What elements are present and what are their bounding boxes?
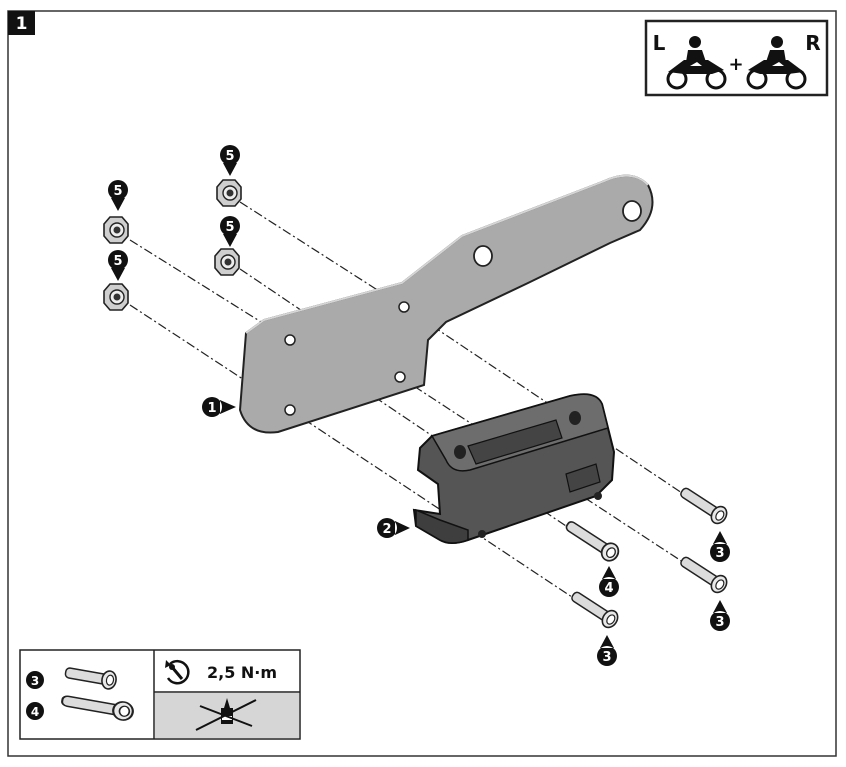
nut: [103, 283, 129, 311]
svg-text:4: 4: [604, 581, 613, 596]
svg-text:1: 1: [207, 401, 216, 416]
plus-sign: +: [728, 54, 743, 75]
svg-text:3: 3: [715, 546, 724, 561]
svg-text:2: 2: [382, 522, 391, 537]
step-number: 1: [16, 14, 28, 34]
callout-bracket: 1: [202, 397, 236, 417]
callout-screw-short: 3: [710, 600, 730, 631]
callout-screw-long: 4: [599, 566, 619, 597]
callout-nut: 5: [220, 145, 240, 176]
torque-legend: 3 4 2,5 N·m: [19, 649, 301, 740]
motorcycle-left-icon: [666, 36, 727, 90]
callout-adapter: 2: [377, 518, 410, 538]
torque-value: 2,5 N·m: [207, 663, 277, 682]
nut: [216, 179, 242, 207]
callout-screw-short: 3: [597, 635, 617, 666]
callout-nut: 5: [108, 250, 128, 281]
callout-screw-short: 3: [710, 531, 730, 562]
nut: [214, 248, 240, 276]
svg-text:3: 3: [602, 650, 611, 665]
legend-short-screw: 3: [26, 662, 119, 691]
side-indicator: L + R: [644, 19, 829, 97]
mounting-bracket: [238, 174, 654, 434]
right-side-label: R: [805, 31, 820, 55]
callout-nut: 5: [220, 216, 240, 247]
step-badge: [8, 11, 35, 35]
svg-text:5: 5: [113, 254, 122, 269]
page-frame: [7, 10, 837, 757]
torque-wrench-icon: [165, 659, 190, 685]
legend-long-screw: 4: [26, 690, 136, 723]
svg-text:5: 5: [113, 184, 122, 199]
svg-text:3: 3: [715, 615, 724, 630]
svg-text:4: 4: [31, 705, 39, 719]
left-side-label: L: [653, 31, 666, 55]
screw-short: [676, 482, 731, 528]
svg-text:3: 3: [31, 674, 39, 688]
svg-text:5: 5: [225, 220, 234, 235]
nut: [103, 216, 129, 244]
callout-nut: 5: [108, 180, 128, 211]
motorcycle-right-icon: [746, 36, 807, 90]
screw-long: [561, 516, 623, 565]
no-threadlocker-icon: [195, 698, 257, 731]
svg-text:5: 5: [225, 149, 234, 164]
adapter-block: [412, 393, 616, 544]
